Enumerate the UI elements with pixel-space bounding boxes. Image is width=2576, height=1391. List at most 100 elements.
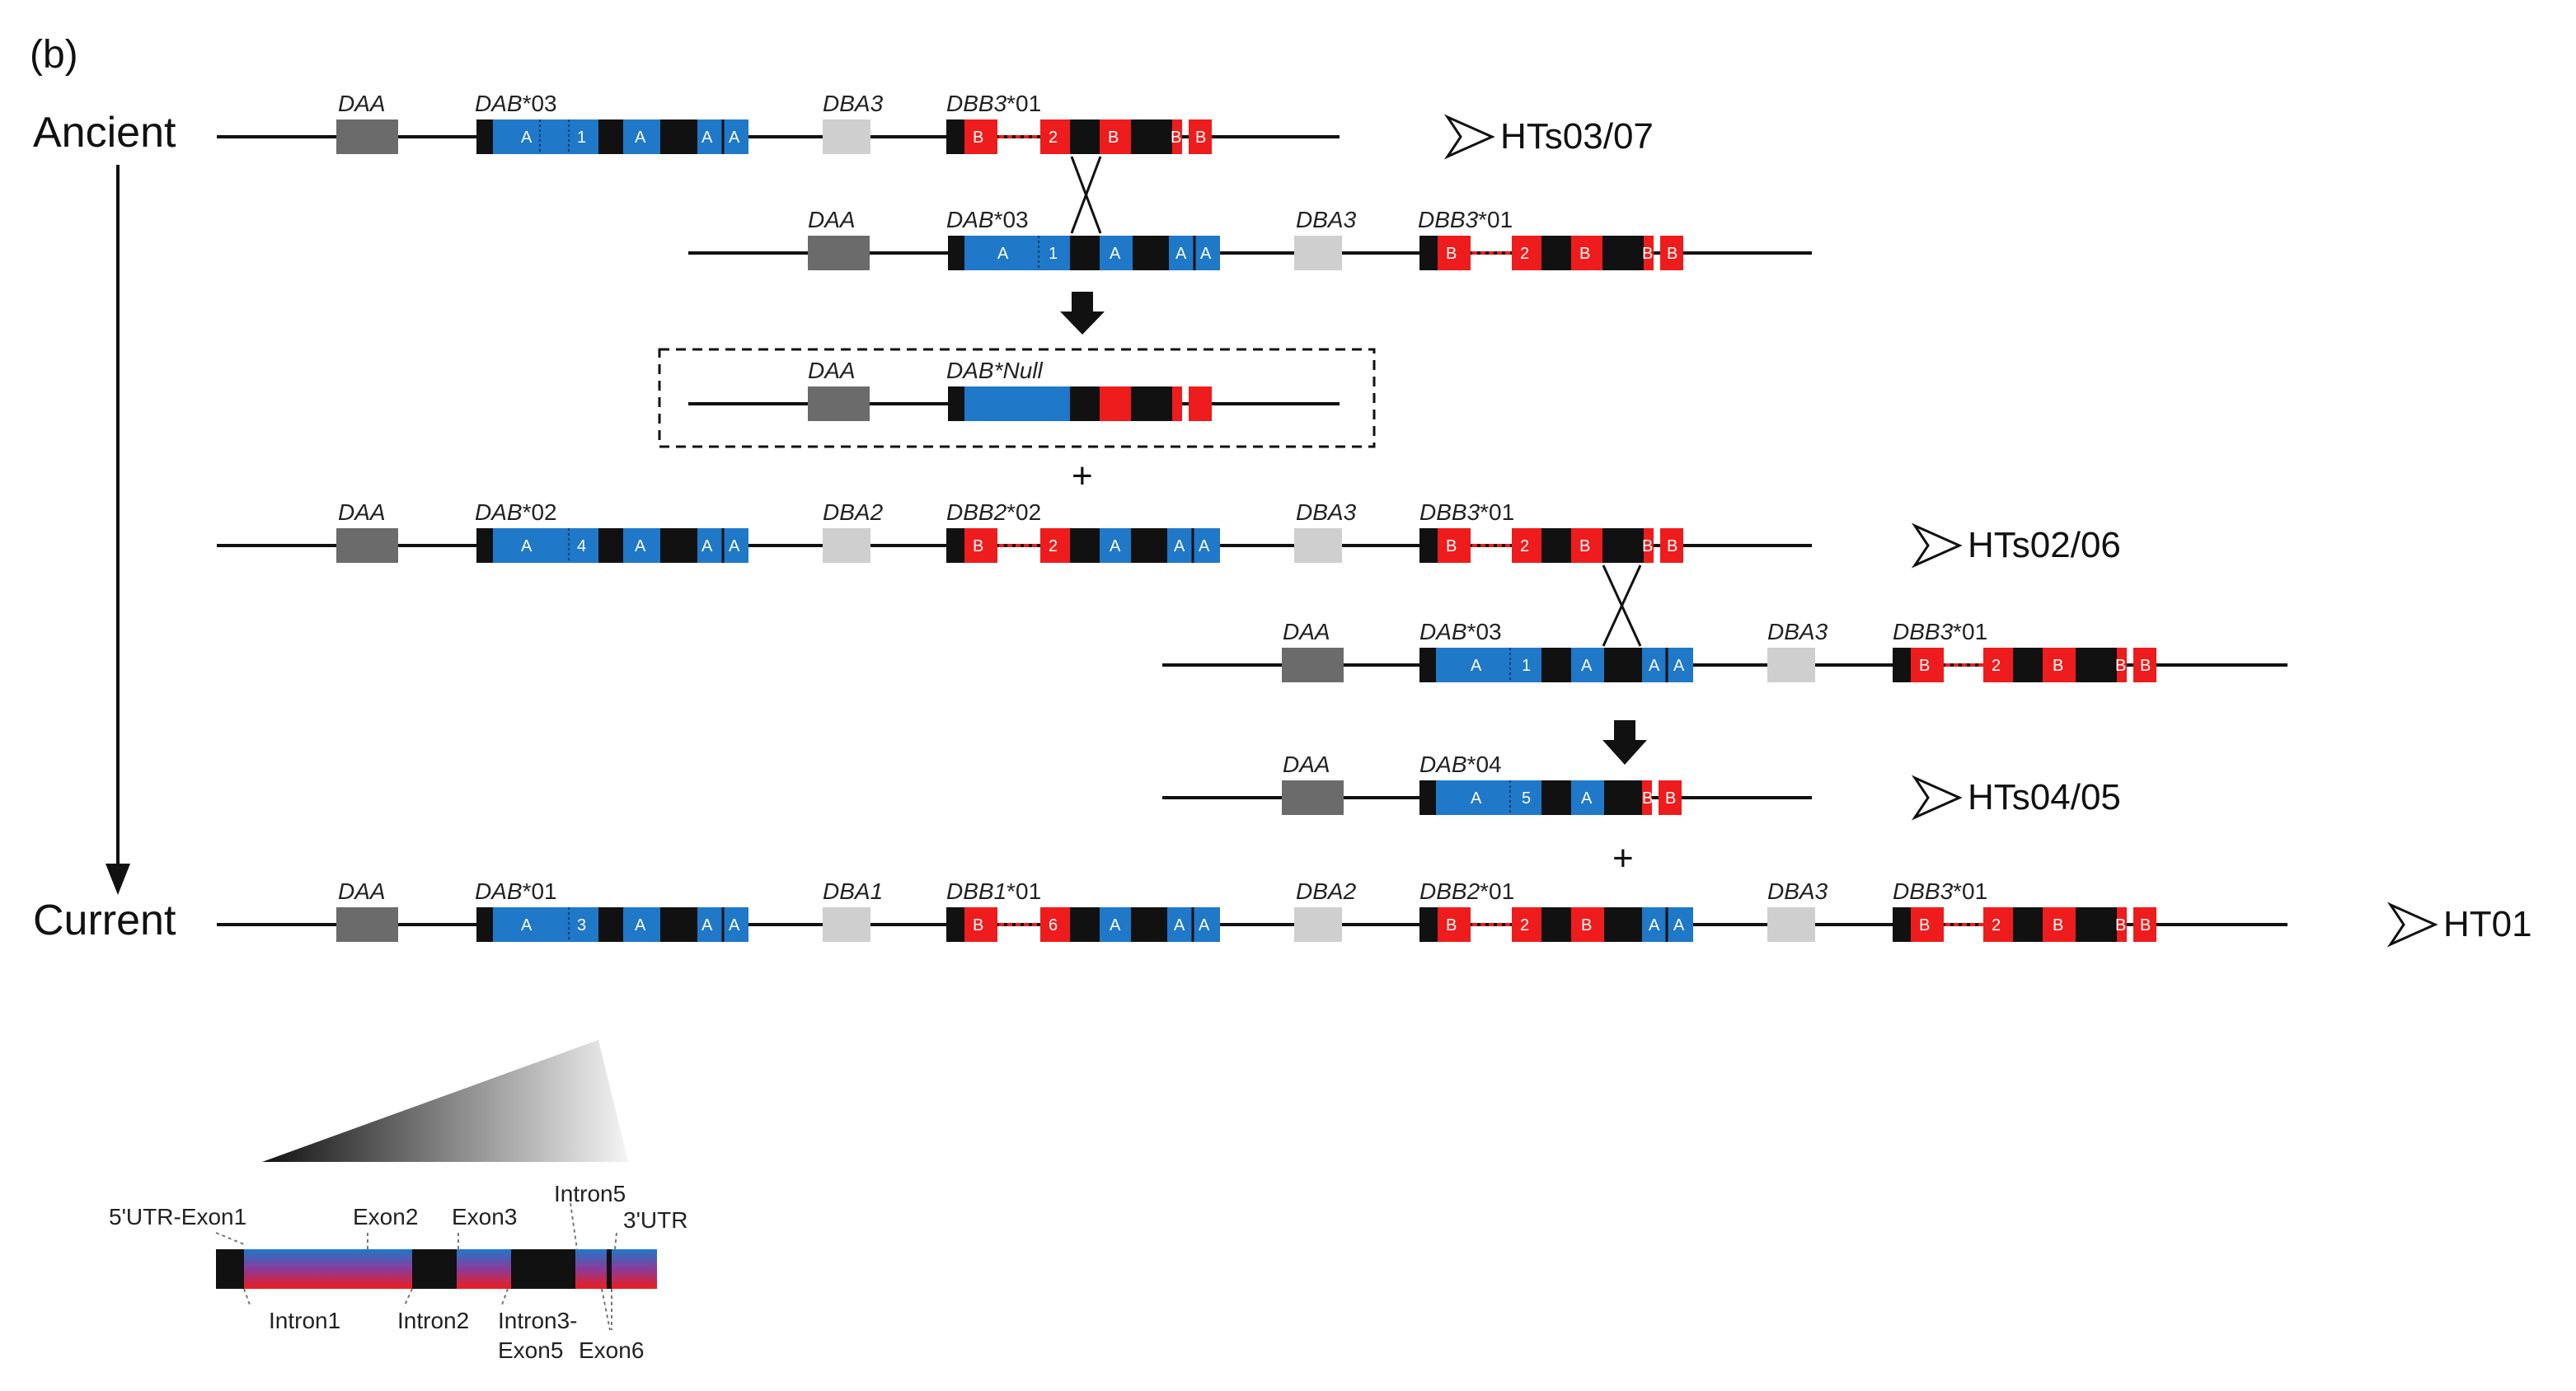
dbb2-intron — [1070, 528, 1100, 563]
legend-intron3 — [511, 1249, 575, 1289]
dab-exon6 — [1659, 780, 1682, 815]
dab-num-label: 1 — [577, 129, 586, 147]
dba-box — [1767, 648, 1815, 682]
dbb1-d-label: A — [1174, 916, 1185, 934]
dba2-box — [1294, 907, 1342, 942]
daa-label: DAA — [1283, 752, 1330, 777]
dbb2-d-label: A — [1649, 916, 1660, 934]
daa-label: DAA — [808, 207, 856, 232]
timeline-arrowhead — [106, 864, 130, 895]
dab-c-label: A — [1581, 789, 1593, 808]
dab-e-label: A — [1200, 245, 1212, 263]
ancient-label: Ancient — [33, 109, 176, 157]
dbb3-c-label: B — [1579, 537, 1590, 555]
row-6: DAA A 5 A B B DAB*04 HTs04/05 — [1162, 752, 2121, 821]
dab-exon3 — [623, 907, 660, 942]
dab-num-label: 5 — [1522, 789, 1531, 808]
dbb3-exon5 — [2117, 907, 2127, 942]
dbb-exon2 — [1983, 648, 2013, 682]
dbb2-c-label: A — [1110, 537, 1121, 555]
daa-box — [808, 386, 870, 421]
dab-label: DAB*03 — [946, 207, 1029, 232]
dbb-label: DBB3*01 — [1418, 207, 1513, 232]
haplotype-label: HT01 — [2443, 904, 2532, 944]
dbb-utr — [1419, 236, 1438, 270]
dbb3-d-label: B — [2115, 916, 2126, 934]
dbb3-c-label: B — [2053, 916, 2063, 934]
row-3: DAA DAB*Null — [658, 348, 1376, 448]
haplotype-label: HTs04/05 — [1968, 777, 2121, 817]
legend-exon6 — [607, 1249, 612, 1289]
dbb-exon6 — [1189, 119, 1212, 154]
dab-ex-label: A — [1471, 657, 1482, 675]
dbb2-exon — [964, 528, 997, 563]
daa-label: DAA — [1283, 619, 1330, 644]
dbb-exon6 — [2133, 648, 2156, 682]
dbb-exon3 — [1100, 119, 1131, 154]
dbb3-num-label: 2 — [1520, 537, 1529, 555]
dbb1-intron — [1070, 907, 1100, 942]
dba1-box — [823, 907, 870, 942]
dab-intron3 — [660, 907, 697, 942]
legend-intron5-label: Intron5 — [554, 1181, 626, 1206]
dbb-label: DBB3*01 — [946, 91, 1041, 116]
dab-intron3 — [660, 119, 697, 154]
dbb2-exon2 — [1040, 528, 1070, 563]
dba3-box — [1294, 528, 1342, 563]
dab-d-label: A — [1649, 657, 1660, 675]
dab-ex-label: A — [521, 916, 533, 934]
dab-null-label: DAB*Null — [946, 358, 1043, 383]
dbb2-ex-label: B — [973, 537, 983, 555]
zoom-fan — [262, 1040, 628, 1162]
dbb3-utr — [1419, 528, 1438, 563]
dbb2-d-label: A — [1174, 537, 1185, 555]
dab-exon5 — [1642, 780, 1652, 815]
dba2-box — [823, 528, 870, 563]
crossover-1 — [1070, 156, 1102, 234]
dab-exon3 — [1571, 648, 1604, 682]
dbb-d-label: B — [1642, 245, 1653, 263]
dbb3-label: DBB3*01 — [1419, 499, 1514, 525]
dbb3-exon5 — [1644, 528, 1654, 563]
haplotype-marker-icon — [1443, 114, 1495, 160]
dab-exon3 — [1571, 780, 1604, 815]
null-exon-beta — [1100, 386, 1131, 421]
dab-d-label: A — [701, 916, 713, 934]
dab-utr — [476, 119, 493, 154]
arrow-down-icon — [1060, 292, 1105, 335]
dab-e-label: A — [729, 129, 740, 147]
dbb-e-label: B — [1195, 129, 1206, 147]
dab-utr — [1419, 648, 1436, 682]
daa-box — [1282, 648, 1344, 682]
dab-d-label: A — [701, 129, 713, 147]
dbb3-ex-label: B — [1446, 537, 1457, 555]
dab-e-label: A — [1673, 657, 1685, 675]
dbb3-d-label: B — [1642, 537, 1653, 555]
dbb2-exon2 — [1512, 907, 1541, 942]
dbb3-exon6 — [2133, 907, 2156, 942]
dab-d-label: B — [1642, 789, 1653, 808]
dab-num-label: 3 — [577, 916, 586, 934]
dab-ex-label: A — [997, 245, 1009, 263]
dbb2-intron3 — [1131, 528, 1167, 563]
dab-exon — [1436, 648, 1541, 682]
dab-intron — [598, 119, 623, 154]
daa-label: DAA — [808, 358, 856, 383]
dbb-exon — [1438, 236, 1471, 270]
dbb-exon2 — [1512, 236, 1541, 270]
dbb2-intron3 — [1604, 907, 1642, 942]
dbb-c-label: B — [1579, 245, 1590, 263]
dbb-intron — [2013, 648, 2043, 682]
dbb3-ex-label: B — [1919, 916, 1930, 934]
dab-ex-label: A — [1471, 789, 1482, 808]
dab-exon3 — [623, 528, 660, 563]
null-intron — [1070, 386, 1100, 421]
legend-exon5-label: Exon5 — [498, 1337, 563, 1363]
dbb1-label: DBB1*01 — [946, 878, 1041, 904]
dba1-label: DBA1 — [823, 878, 883, 904]
dbb-e-label: B — [1667, 245, 1677, 263]
dbb-utr — [1893, 648, 1911, 682]
dbb1-utr — [946, 907, 964, 942]
dbb-intron3 — [1131, 119, 1172, 154]
daa-box — [1282, 780, 1344, 815]
